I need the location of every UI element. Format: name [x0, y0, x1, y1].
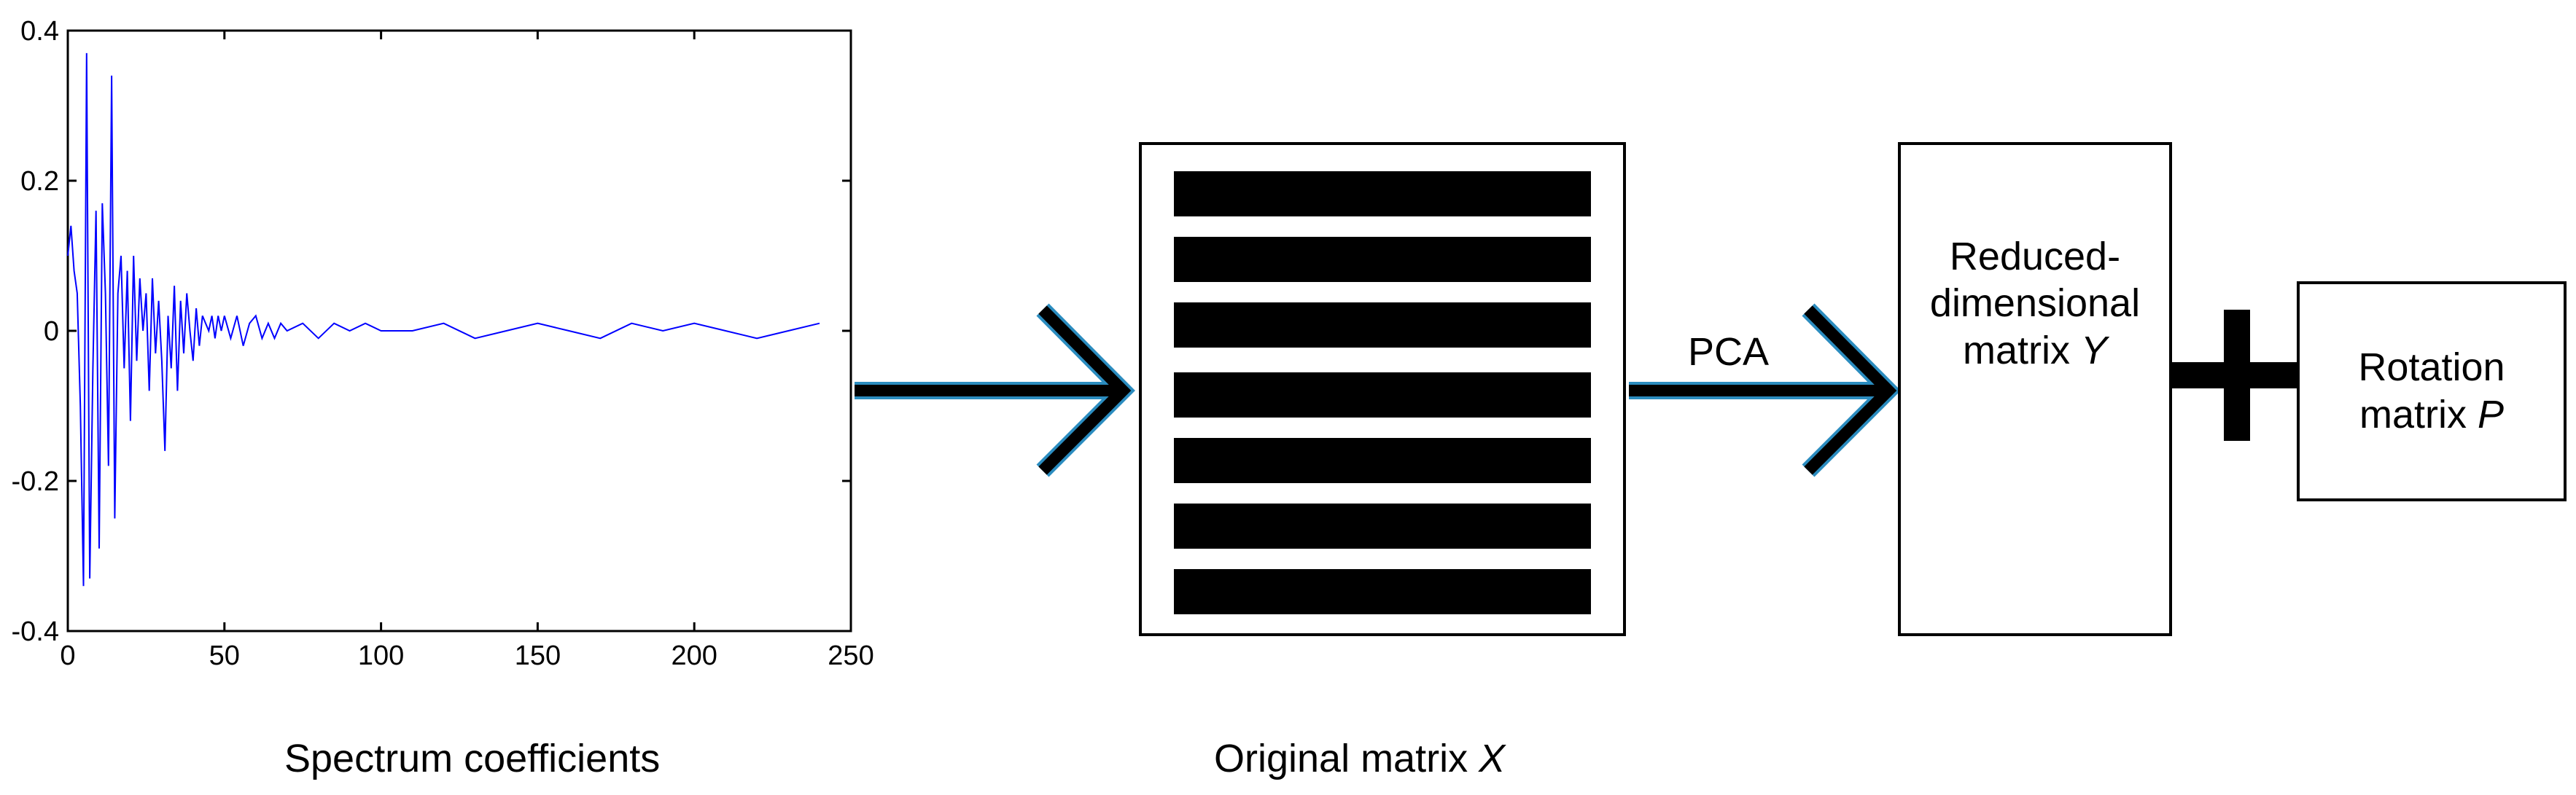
matrix-row	[1174, 171, 1591, 216]
matrix-row	[1174, 372, 1591, 418]
y-tick-label: 0	[44, 316, 59, 347]
original-caption-symbol: X	[1479, 737, 1506, 780]
arrow-pca-icon	[1629, 303, 1901, 477]
x-tick-label: 100	[358, 641, 404, 671]
pca-label: PCA	[1688, 330, 1770, 374]
rotation-symbol: P	[2477, 393, 2504, 436]
y-tick-label: 0.2	[20, 166, 59, 197]
matrix-row	[1174, 504, 1591, 549]
series-line	[67, 52, 820, 587]
x-tick-label: 200	[671, 641, 717, 671]
x-tick-label: 50	[209, 641, 240, 671]
matrix-row	[1174, 438, 1591, 483]
original-matrix-box	[1139, 142, 1626, 636]
chart-tick-labels: 0 50 100 150 200 250 0.4 0.2 0 -0.2 -0.4	[12, 16, 874, 671]
x-tick-label: 0	[60, 641, 75, 671]
reduced-matrix-box: Reduced- dimensional matrix Y	[1898, 142, 2172, 636]
reduced-matrix-label: Reduced- dimensional matrix Y	[1901, 145, 2169, 463]
rotation-matrix-label: Rotation matrix P	[2300, 284, 2564, 498]
spectrum-chart: 0 50 100 150 200 250 0.4 0.2 0 -0.2 -0.4	[12, 16, 874, 671]
reduced-line2: dimensional	[1929, 281, 2141, 326]
arrow-chart-to-matrix-icon	[855, 303, 1135, 477]
rotation-matrix-box: Rotation matrix P	[2297, 281, 2567, 501]
reduced-line3-prefix: matrix	[1962, 329, 2081, 373]
matrix-row	[1174, 237, 1591, 282]
matrix-row	[1174, 569, 1591, 614]
y-tick-label: -0.2	[12, 466, 59, 497]
y-tick-label: -0.4	[12, 616, 59, 647]
reduced-line1: Reduced-	[1949, 234, 2121, 278]
rotation-line1: Rotation	[2358, 345, 2505, 390]
reduced-symbol: Y	[2080, 329, 2107, 373]
original-caption-prefix: Original matrix	[1214, 737, 1479, 780]
plus-icon	[2171, 310, 2303, 441]
x-tick-label: 250	[828, 641, 873, 671]
y-tick-label: 0.4	[20, 16, 59, 47]
spectrum-caption: Spectrum coefficients	[284, 737, 661, 780]
x-tick-label: 150	[515, 641, 561, 671]
rotation-line2-prefix: matrix	[2359, 393, 2478, 436]
matrix-row	[1174, 302, 1591, 348]
chart-ticks	[66, 29, 852, 633]
original-matrix-caption: Original matrix X	[1214, 736, 1505, 781]
